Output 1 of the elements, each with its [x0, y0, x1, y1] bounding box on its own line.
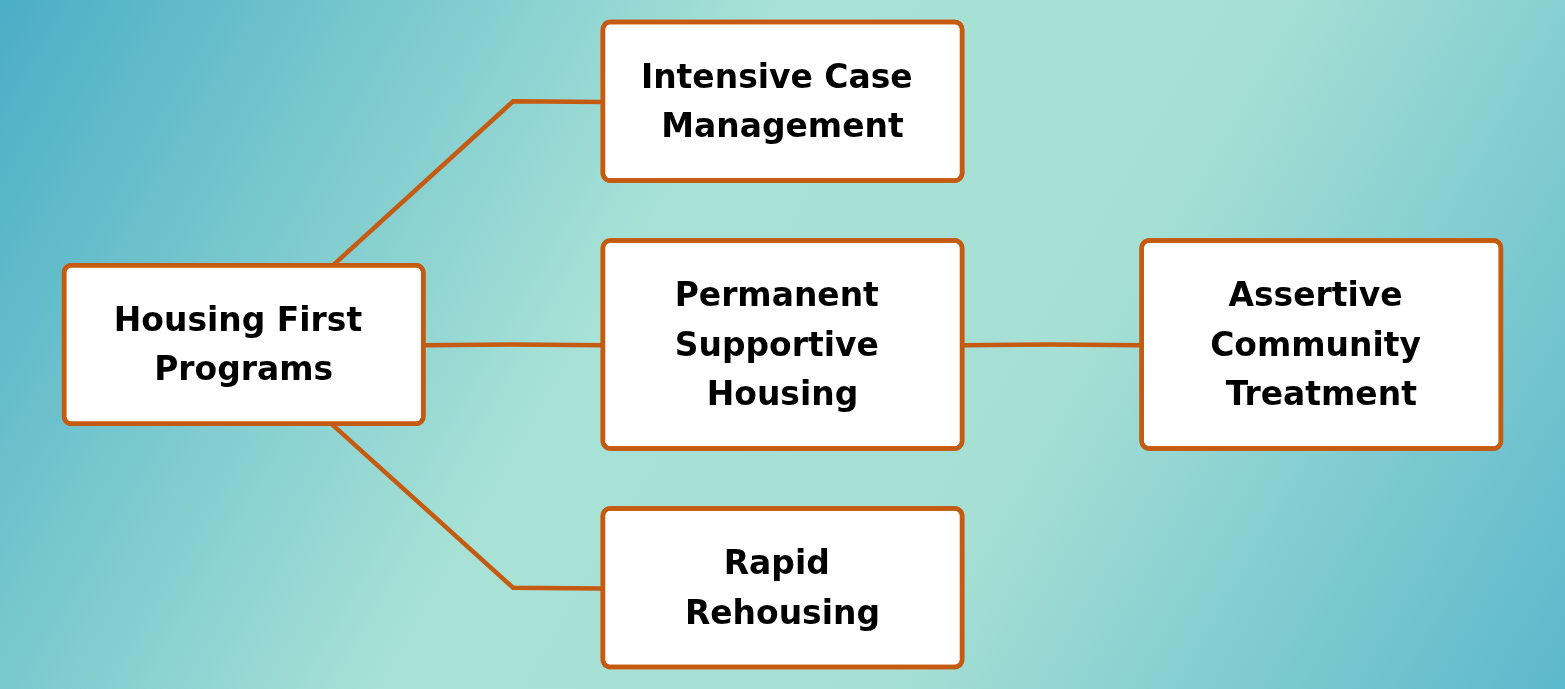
connector — [424, 342, 604, 348]
